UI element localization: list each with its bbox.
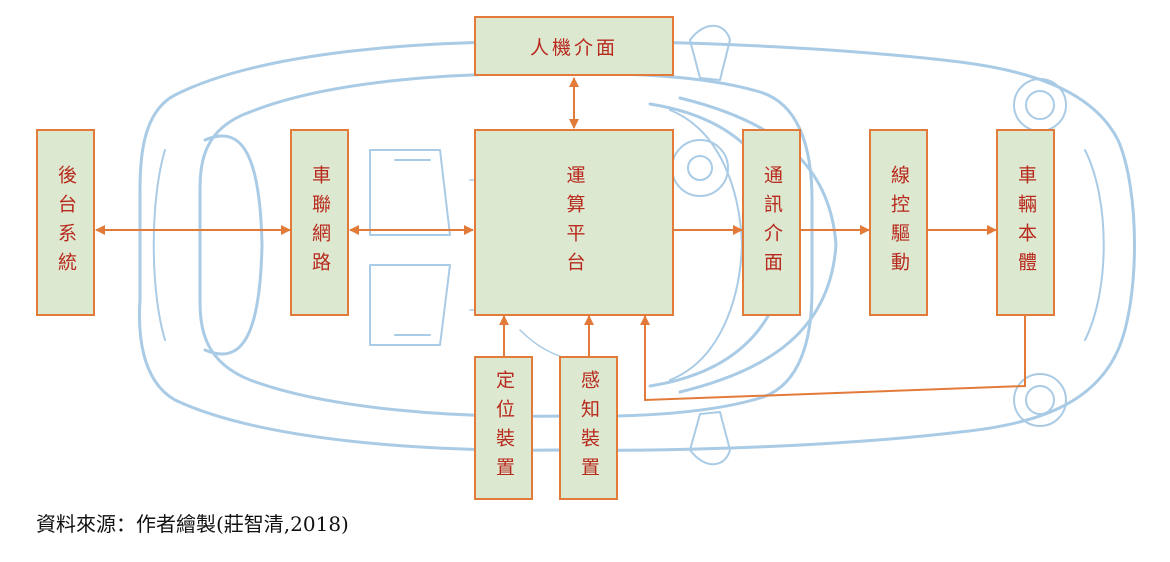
arrow-body-feedback xyxy=(640,315,1026,402)
label-body: 車輛本體 xyxy=(1015,164,1037,281)
connector-arrows xyxy=(95,77,1026,402)
box-backend: 後台系統 xyxy=(36,129,95,316)
box-comm: 通訊介面 xyxy=(742,129,801,316)
box-hmi: 人機介面 xyxy=(474,16,674,76)
label-sensing: 感知裝置 xyxy=(578,370,600,486)
diagram-stage: 人機介面 後台系統 車聯網路 運算平台 通訊介面 線控驅動 車輛本體 定位裝置 … xyxy=(36,16,1136,500)
box-wire: 線控驅動 xyxy=(869,129,928,316)
label-hmi: 人機介面 xyxy=(529,36,618,59)
label-v2x: 車聯網路 xyxy=(309,164,331,281)
source-caption: 資料來源：作者繪製(莊智清,2018) xyxy=(36,512,349,536)
box-positioning: 定位裝置 xyxy=(474,356,533,500)
label-compute: 運算平台 xyxy=(563,164,586,281)
label-backend: 後台系統 xyxy=(55,164,77,281)
label-positioning: 定位裝置 xyxy=(493,370,515,486)
box-body: 車輛本體 xyxy=(996,129,1055,316)
label-wire: 線控驅動 xyxy=(888,164,910,281)
box-v2x: 車聯網路 xyxy=(290,129,349,316)
box-compute: 運算平台 xyxy=(474,129,674,316)
label-comm: 通訊介面 xyxy=(761,164,783,281)
box-sensing: 感知裝置 xyxy=(559,356,618,500)
